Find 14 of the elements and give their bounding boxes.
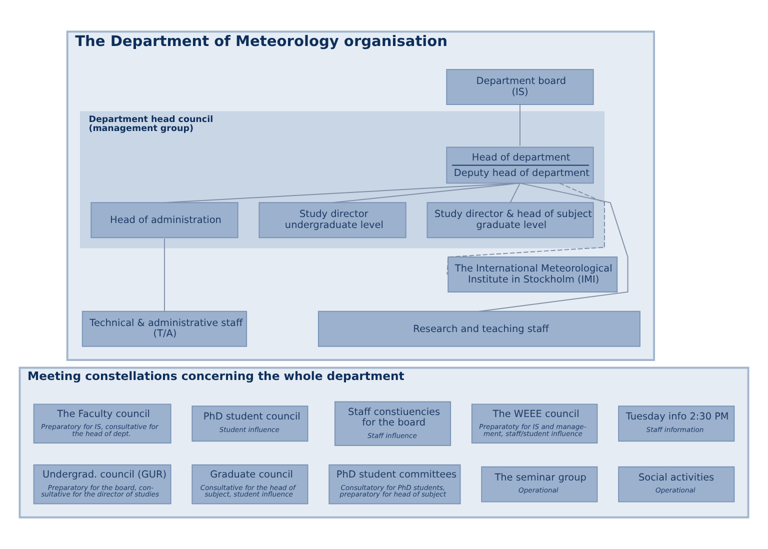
connector: [332, 182, 520, 204]
node-box: Study director undergraduate level: [258, 202, 406, 238]
connector: [510, 182, 520, 204]
connector: [446, 182, 605, 275]
connector: [478, 182, 628, 312]
connector: [164, 238, 165, 312]
node-box: Study director & head of subject graduate level: [426, 202, 594, 238]
connector: [164, 182, 520, 204]
node-box: Head of administration: [90, 202, 238, 238]
node-box: Technical & administrative staff (T/A): [82, 310, 248, 347]
node-box: Department board (IS): [446, 69, 594, 105]
node-box: The International Meteorological Institute in Stockholm (IMI): [448, 256, 618, 292]
node-box: Head of department Deputy head of department: [446, 146, 594, 184]
node-box: Research and teaching staff: [318, 310, 640, 347]
